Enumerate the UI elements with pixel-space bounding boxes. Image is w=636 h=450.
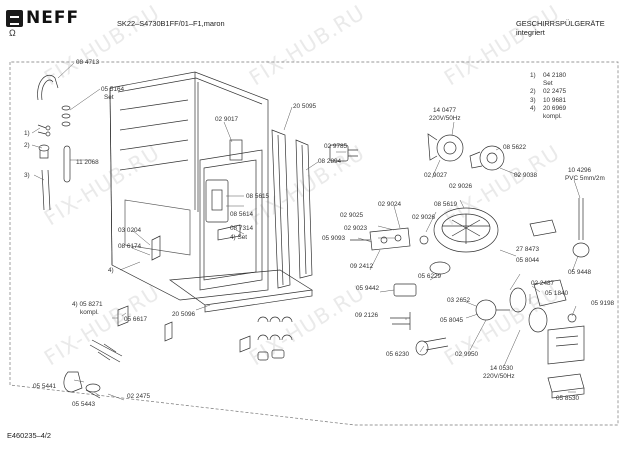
spray-arm-housing [429,207,499,275]
kit-no: 4) [530,105,536,112]
part-label: 08 5619 [434,201,458,208]
part-label: 02 9038 [514,172,538,179]
dashed-frame [9,61,619,426]
part-label: Set [104,94,114,101]
brand-name: NEFF [26,8,80,28]
drain-hose-part [63,339,123,399]
part-label: 02 9017 [215,116,239,123]
part-label: 14 0530 [490,365,514,372]
omega-icon: Ω [9,28,16,38]
heater-assembly [205,139,243,241]
part-label: 05 6230 [386,351,410,358]
part-label: 08 5622 [503,144,527,151]
leader-lines [31,62,581,401]
part-label: 4) 05 8271 [72,301,103,308]
part-label: 05 9442 [356,285,380,292]
kit-part: 20 6969 [543,105,567,112]
pvc-tube [572,198,590,258]
part-label: 08 4713 [76,59,100,66]
callout-label: 2) [24,142,30,149]
part-label: 220V/50Hz [483,373,515,380]
drawing-id: E460235–4/2 [7,431,51,440]
part-label: 03 2652 [447,297,471,304]
part-label: 05 6617 [124,316,148,323]
part-label: 02 9026 [449,183,473,190]
kit-part: 04 2180 [543,72,567,79]
kit-no: 1) [530,72,536,79]
part-label: 02 9024 [378,201,402,208]
drain-pump [475,279,585,365]
side-rails [271,129,313,289]
part-label: PVC 5mm/2m [565,175,605,182]
part-label: 05 9448 [568,269,592,276]
part-label: 05 5441 [33,383,57,390]
part-label: 02 9950 [455,351,479,358]
part-label: 05 6229 [418,273,442,280]
part-label: 09 2412 [350,263,374,270]
pipe-fitting [390,312,449,356]
level-sensor [393,283,417,297]
part-label: 03 0204 [118,227,142,234]
hose-clip-part [37,74,59,101]
part-label: 10 4296 [568,167,592,174]
callout-label: 4) [108,267,114,274]
part-label: 05 5164 [101,86,125,93]
valve-nozzle-part [38,144,50,159]
part-label: 02 9785 [324,143,348,150]
tub-body [109,71,269,301]
part-label: 05 9198 [591,300,615,307]
cable-clip-box [547,373,585,399]
part-label: 14 0477 [433,107,457,114]
bracket-part [117,235,173,342]
part-label: 27 8473 [516,246,540,253]
brand-logo-icon [6,10,23,27]
category-title: GESCHIRRSPÜLGERÄTE [516,19,605,28]
aqua-stop-valve [329,144,358,162]
mounting-bracket-right [529,219,557,237]
part-label: 09 2126 [355,312,379,319]
part-label: 05 8044 [516,257,540,264]
part-label: 02 2487 [531,280,555,287]
part-label: 220V/50Hz [429,115,461,122]
screw-set-part [37,105,71,137]
plinth-part [169,269,314,313]
part-label: 4) Set [230,234,248,241]
part-label: 08 5614 [230,211,254,218]
part-label: 05 1840 [545,290,569,297]
part-label: 02 9025 [340,212,364,219]
clip-set-part [239,316,293,361]
part-label: 11 2068 [76,159,99,166]
part-label: 05 5443 [72,401,96,408]
callout-label: 1) [24,130,30,137]
part-label: 05 8045 [440,317,464,324]
part-label: kompl. [80,309,99,316]
part-label: 05 8530 [556,395,580,402]
part-label: 08 5615 [246,193,270,200]
part-label: 02 9026 [412,214,436,221]
part-label: 08 2894 [318,158,342,165]
pipe-part [41,145,71,211]
part-label: 20 5096 [172,311,196,318]
category-subtitle: integriert [516,28,545,37]
kit-part: 02 2475 [543,88,567,95]
circulation-pump [427,133,505,171]
model-line: SK22–S4730B1FF/01–F1,maron [117,19,225,28]
kit-note: kompl. [543,113,562,120]
part-label: 20 5095 [293,103,317,110]
part-label: 05 9093 [322,235,346,242]
kit-note: Set [543,80,553,87]
kit-part: 10 9681 [543,97,567,104]
kit-no: 2) [530,88,536,95]
part-label: 02 2475 [127,393,151,400]
kit-no: 3) [530,97,536,104]
part-label: 02 9023 [344,225,368,232]
callout-label: 3) [24,172,30,179]
part-label: 08 7314 [230,225,254,232]
part-label: 02 9027 [424,172,448,179]
part-label: 08 6174 [118,243,142,250]
